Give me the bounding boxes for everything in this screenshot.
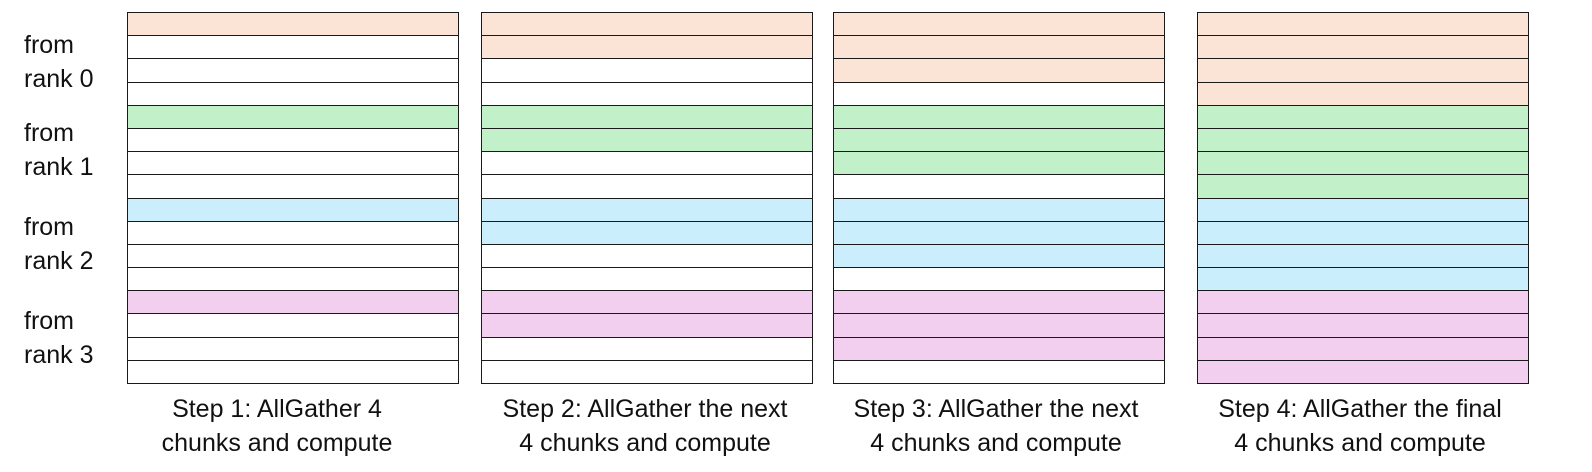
chunk-rank-3-gathered <box>1198 359 1528 383</box>
caption-line1: Step 3: AllGather the next <box>853 395 1139 423</box>
row-label-line2: rank 2 <box>24 247 94 275</box>
caption-line2: 4 chunks and compute <box>870 429 1122 457</box>
row-label-rank-0: from rank 0 <box>24 28 93 96</box>
chunk-empty <box>482 151 812 175</box>
caption-line1: Step 2: AllGather the next <box>502 395 788 423</box>
chunk-rank-2-gathered <box>1198 220 1528 244</box>
chunk-rank-2-gathered <box>834 197 1164 221</box>
chunk-rank-2-gathered <box>1198 267 1528 291</box>
chunk-empty <box>482 81 812 105</box>
row-label-line1: from <box>24 119 74 147</box>
chunk-rank-1-gathered <box>1198 104 1528 128</box>
chunk-empty <box>482 359 812 383</box>
chunk-rank-0-gathered <box>482 13 812 36</box>
chunk-rank-2-gathered <box>834 220 1164 244</box>
chunk-rank-1-gathered <box>128 104 458 128</box>
chunk-rank-3-gathered <box>1198 313 1528 337</box>
step-1-panel <box>127 12 459 384</box>
chunk-rank-1-gathered <box>1198 174 1528 198</box>
chunk-empty <box>128 336 458 360</box>
chunk-empty <box>834 174 1164 198</box>
chunk-rank-3-gathered <box>834 290 1164 314</box>
chunk-rank-1-gathered <box>834 151 1164 175</box>
chunk-rank-0-gathered <box>834 58 1164 82</box>
chunk-empty <box>482 58 812 82</box>
chunk-empty <box>128 151 458 175</box>
caption-line1: Step 1: AllGather 4 <box>172 395 382 423</box>
row-label-line1: from <box>24 31 74 59</box>
chunk-rank-0-gathered <box>1198 35 1528 59</box>
step-4-caption: Step 4: AllGather the final 4 chunks and… <box>1194 392 1526 460</box>
chunk-empty <box>834 267 1164 291</box>
chunk-rank-0-gathered <box>1198 81 1528 105</box>
row-label-rank-1: from rank 1 <box>24 116 93 184</box>
row-label-rank-2: from rank 2 <box>24 210 93 278</box>
chunk-rank-1-gathered <box>834 104 1164 128</box>
chunk-empty <box>128 313 458 337</box>
chunk-rank-3-gathered <box>128 290 458 314</box>
chunk-rank-0-gathered <box>1198 13 1528 36</box>
chunk-rank-0-gathered <box>482 35 812 59</box>
chunk-rank-2-gathered <box>834 243 1164 268</box>
row-label-line2: rank 0 <box>24 65 94 93</box>
chunk-empty <box>128 220 458 244</box>
chunk-rank-1-gathered <box>1198 151 1528 175</box>
row-label-line2: rank 3 <box>24 341 94 369</box>
caption-line1: Step 4: AllGather the final <box>1218 395 1502 423</box>
step-4-panel <box>1197 12 1529 384</box>
row-label-line2: rank 1 <box>24 153 94 181</box>
chunk-empty <box>128 81 458 105</box>
step-2-panel <box>481 12 813 384</box>
chunk-empty <box>482 174 812 198</box>
chunk-rank-2-gathered <box>1198 243 1528 268</box>
chunk-empty <box>128 127 458 152</box>
chunk-empty <box>482 267 812 291</box>
row-label-rank-3: from rank 3 <box>24 304 93 372</box>
chunk-empty <box>128 243 458 268</box>
step-3-panel <box>833 12 1165 384</box>
chunk-rank-1-gathered <box>1198 127 1528 152</box>
chunk-rank-2-gathered <box>482 197 812 221</box>
chunk-empty <box>482 243 812 268</box>
chunk-rank-3-gathered <box>834 336 1164 360</box>
chunk-rank-1-gathered <box>834 127 1164 152</box>
row-label-line1: from <box>24 213 74 241</box>
chunk-rank-3-gathered <box>482 313 812 337</box>
chunk-empty <box>482 336 812 360</box>
chunk-rank-1-gathered <box>482 127 812 152</box>
chunk-rank-3-gathered <box>482 290 812 314</box>
chunk-empty <box>128 267 458 291</box>
step-2-caption: Step 2: AllGather the next 4 chunks and … <box>479 392 811 460</box>
chunk-rank-3-gathered <box>834 313 1164 337</box>
chunk-rank-2-gathered <box>128 197 458 221</box>
row-label-line1: from <box>24 307 74 335</box>
caption-line2: 4 chunks and compute <box>519 429 771 457</box>
chunk-rank-1-gathered <box>482 104 812 128</box>
chunk-empty <box>834 359 1164 383</box>
chunk-empty <box>128 58 458 82</box>
step-1-caption: Step 1: AllGather 4 chunks and compute <box>111 392 443 460</box>
caption-line2: 4 chunks and compute <box>1234 429 1486 457</box>
chunk-rank-3-gathered <box>1198 336 1528 360</box>
chunk-rank-2-gathered <box>482 220 812 244</box>
chunk-empty <box>128 174 458 198</box>
chunk-rank-3-gathered <box>1198 290 1528 314</box>
chunk-empty <box>128 35 458 59</box>
chunk-rank-0-gathered <box>128 13 458 36</box>
step-3-caption: Step 3: AllGather the next 4 chunks and … <box>830 392 1162 460</box>
chunk-rank-0-gathered <box>834 13 1164 36</box>
chunk-rank-2-gathered <box>1198 197 1528 221</box>
caption-line2: chunks and compute <box>161 429 393 457</box>
chunk-rank-0-gathered <box>834 35 1164 59</box>
chunk-rank-0-gathered <box>1198 58 1528 82</box>
chunk-empty <box>834 81 1164 105</box>
chunk-empty <box>128 359 458 383</box>
